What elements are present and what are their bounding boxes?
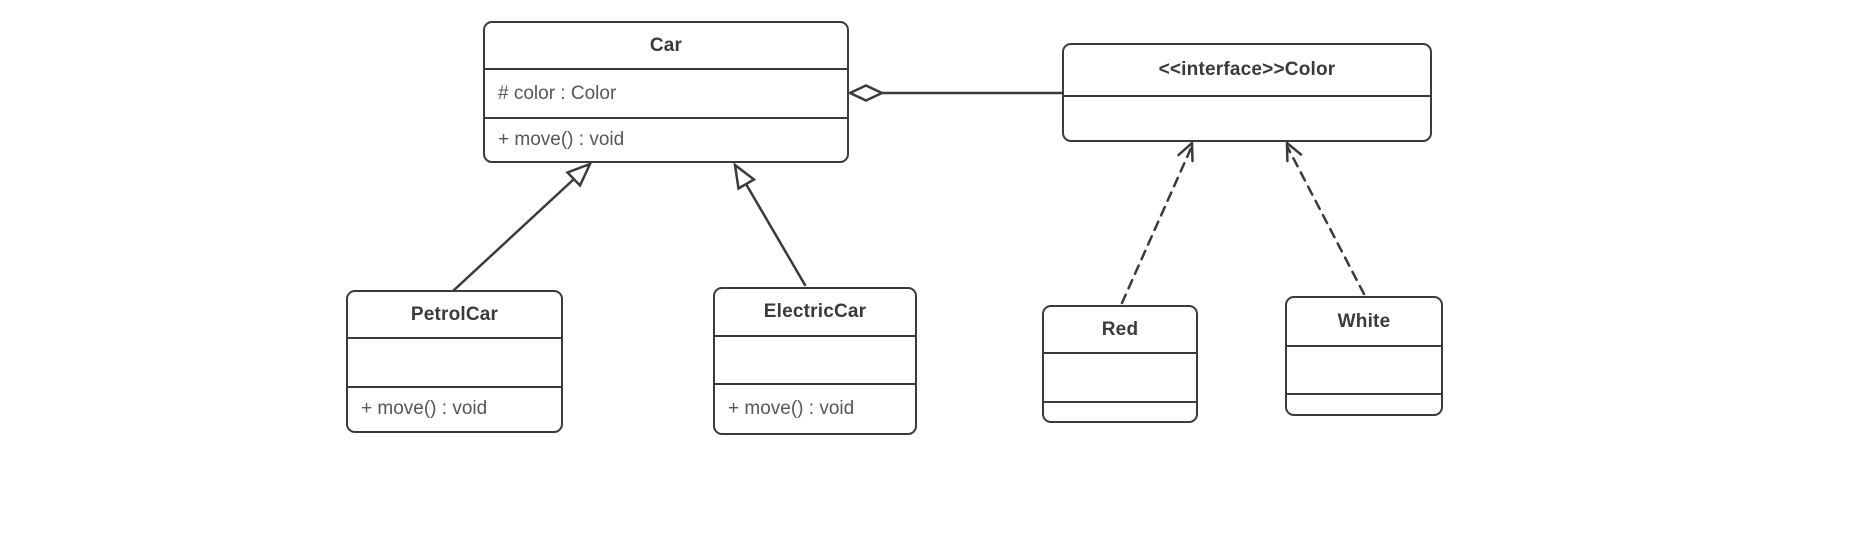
class-title-car: Car — [649, 34, 683, 56]
class-title-white: White — [1337, 310, 1391, 332]
hollow-diamond-icon — [847, 84, 885, 102]
aggregation-connector-car-to-color — [847, 84, 1064, 102]
class-attributes-red — [1044, 352, 1196, 401]
class-title-color-interface: <<interface>>Color — [1158, 59, 1336, 80]
class-title-red: Red — [1101, 318, 1139, 340]
class-body-color-interface — [1064, 95, 1430, 139]
realization-arrow-red-to-color — [1120, 141, 1194, 305]
class-box-car: Car # color : Color + move() : void — [483, 21, 849, 163]
method-item: + move() : void — [498, 128, 625, 150]
class-title-petrolcar: PetrolCar — [410, 303, 499, 325]
class-methods-electriccar: + move() : void — [715, 383, 915, 432]
class-attributes-electriccar — [715, 335, 915, 383]
generalization-arrow-petrolcar-to-car — [451, 161, 593, 293]
class-box-red: Red — [1042, 305, 1198, 423]
class-title-electriccar: ElectricCar — [763, 301, 867, 322]
method-item: + move() : void — [728, 397, 855, 419]
class-methods-red — [1044, 401, 1196, 420]
attribute-item: # color : Color — [498, 82, 617, 104]
class-box-electriccar: ElectricCar + move() : void — [713, 287, 917, 435]
method-item: + move() : void — [361, 398, 488, 419]
class-attributes-white — [1287, 345, 1441, 393]
class-attributes-car: # color : Color — [485, 68, 847, 117]
class-box-color-interface: <<interface>>Color — [1062, 43, 1432, 142]
class-methods-car: + move() : void — [485, 117, 847, 160]
generalization-arrow-electriccar-to-car — [733, 162, 807, 287]
class-box-white: White — [1285, 296, 1443, 416]
class-box-petrolcar: PetrolCar + move() : void — [346, 290, 563, 433]
class-methods-petrolcar: + move() : void — [348, 386, 561, 430]
class-methods-white — [1287, 393, 1441, 413]
class-attributes-petrolcar — [348, 337, 561, 386]
realization-arrow-white-to-color — [1285, 141, 1366, 296]
